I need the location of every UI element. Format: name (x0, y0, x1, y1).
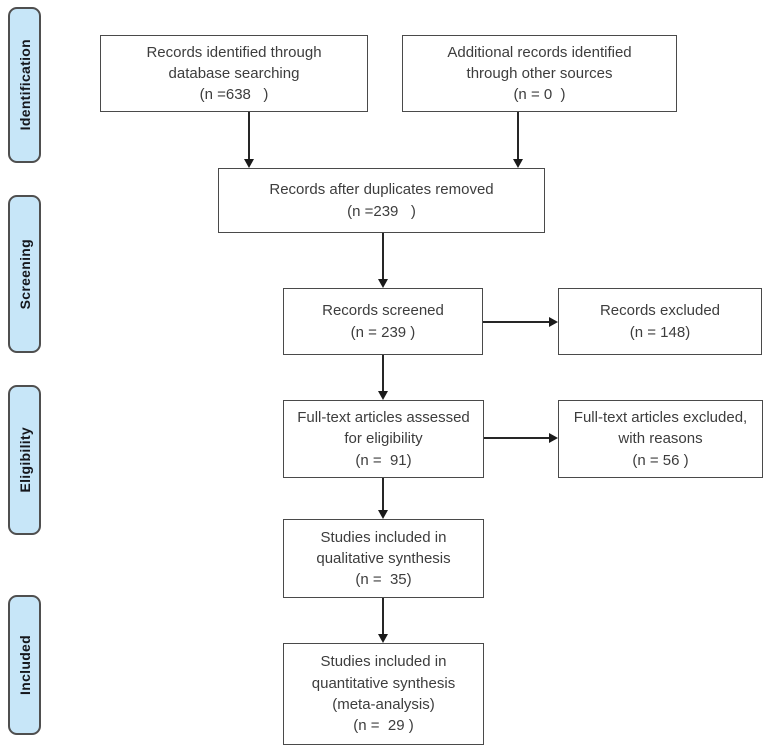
box-records-screened: Records screened (n = 239 ) (283, 288, 483, 355)
stage-label-text: Screening (16, 238, 33, 310)
arrow-screened-to-fulltext (382, 355, 384, 391)
box-fulltext-assessed: Full-text articles assessed for eligibil… (283, 400, 484, 478)
box-records-identified: Records identified through database sear… (100, 35, 368, 112)
stage-label-screening: Screening (8, 195, 41, 353)
box-duplicates-removed: Records after duplicates removed (n =239… (218, 168, 545, 233)
box-fulltext-excluded: Full-text articles excluded, with reason… (558, 400, 763, 478)
arrow-duplicates-to-screened (382, 233, 384, 279)
box-text: Full-text articles excluded, with reason… (573, 409, 748, 469)
stage-label-eligibility: Eligibility (8, 385, 41, 535)
stage-label-identification: Identification (8, 7, 41, 163)
box-text: Records screened (n = 239 ) (322, 302, 444, 341)
arrow-fulltext-to-qualitative (382, 478, 384, 510)
stage-label-text: Included (16, 635, 33, 695)
box-text: Studies included in qualitative synthesi… (316, 528, 451, 589)
box-text: Records identified through database sear… (146, 43, 322, 104)
box-text: Full-text articles assessed for eligibil… (297, 409, 470, 469)
box-text: Records excluded (n = 148) (599, 302, 721, 341)
box-qualitative-synthesis: Studies included in qualitative synthesi… (283, 519, 484, 598)
box-text: Records after duplicates removed (n =239… (269, 181, 494, 220)
box-additional-records: Additional records identified through ot… (402, 35, 677, 112)
box-text: Studies included in quantitative synthes… (311, 653, 456, 735)
box-records-excluded: Records excluded (n = 148) (558, 288, 762, 355)
stage-label-included: Included (8, 595, 41, 735)
stage-label-text: Identification (16, 39, 33, 131)
arrow-fulltext-to-excluded (484, 437, 549, 439)
box-quantitative-synthesis: Studies included in quantitative synthes… (283, 643, 484, 745)
arrow-additional-to-duplicates (517, 112, 519, 159)
stage-label-text: Eligibility (16, 427, 33, 493)
box-text: Additional records identified through ot… (447, 43, 632, 104)
arrow-qualitative-to-quantitative (382, 598, 384, 634)
arrow-identified-to-duplicates (248, 112, 250, 159)
arrow-screened-to-excluded (483, 321, 549, 323)
